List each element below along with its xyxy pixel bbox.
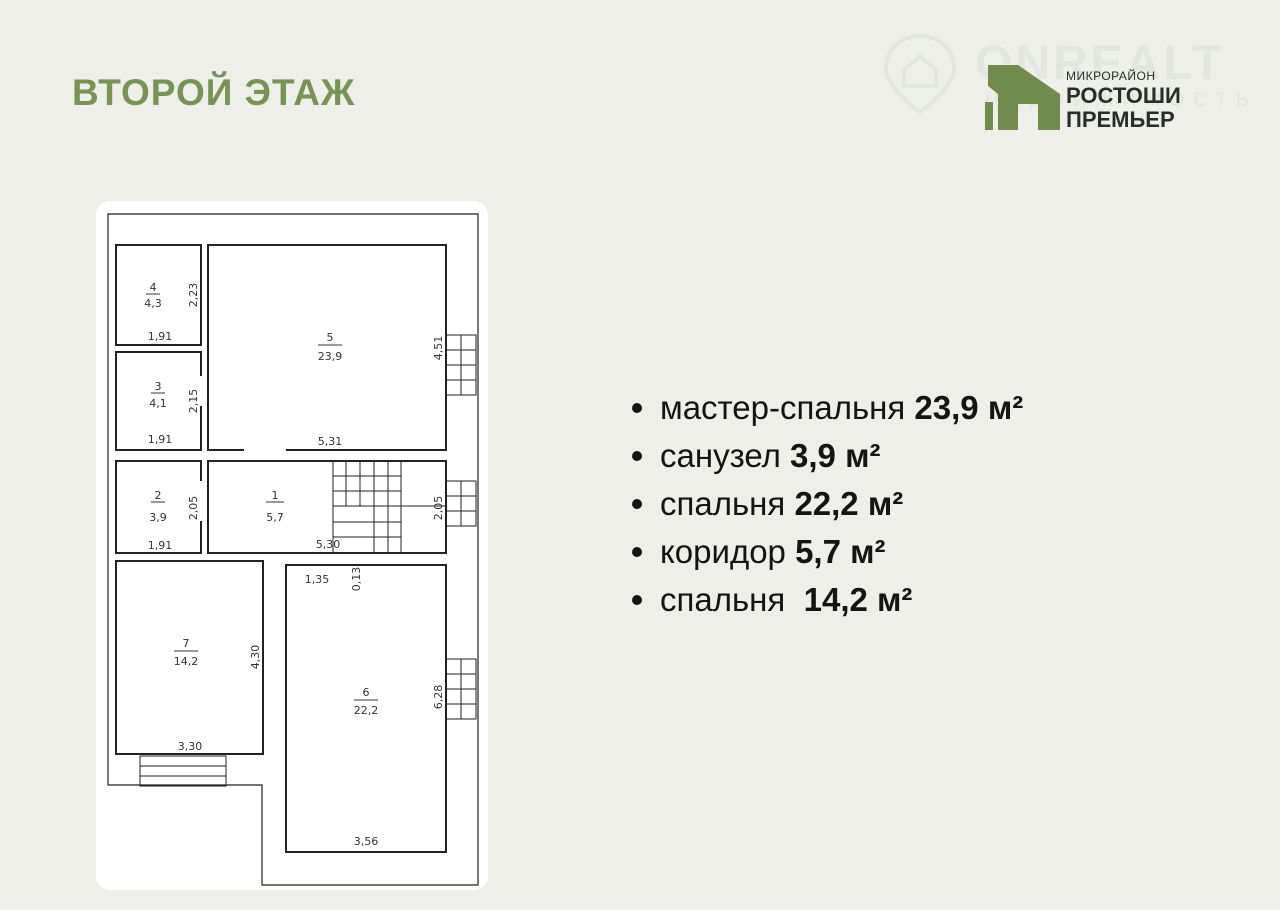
room-name: спальня xyxy=(660,485,795,522)
list-item: мастер-спальня 23,9 м² xyxy=(632,388,1023,436)
room-name: санузел xyxy=(660,437,791,474)
bullet-icon xyxy=(632,547,642,558)
list-item: санузел 3,9 м² xyxy=(632,436,1023,484)
dim-room4-height: 2,23 xyxy=(187,283,200,308)
room-area: 14,2 м² xyxy=(803,581,913,618)
bullet-icon xyxy=(632,499,642,510)
dim-room5-height: 4,51 xyxy=(432,336,445,361)
list-item: спальня 22,2 м² xyxy=(632,484,1023,532)
page-title: ВТОРОЙ ЭТАЖ xyxy=(72,72,356,113)
dim-room1-width: 5,30 xyxy=(316,538,341,551)
dim-room1-height: 2,05 xyxy=(432,496,445,521)
dim-room7-width: 3,30 xyxy=(178,740,203,753)
dim-room6-height: 6,28 xyxy=(432,685,445,710)
room-1-number: 1 xyxy=(272,489,279,502)
dim-room5-width: 5,31 xyxy=(318,435,343,448)
room-2-area: 3,9 xyxy=(149,511,167,524)
logo-district-label: МИКРОРАЙОН xyxy=(1066,69,1156,83)
dim-room7-height: 4,30 xyxy=(249,645,262,670)
dim-room2-height: 2,05 xyxy=(187,496,200,521)
room-5-area: 23,9 xyxy=(318,350,343,363)
room-7-area: 14,2 xyxy=(174,655,199,668)
dim-room3-width: 1,91 xyxy=(148,433,173,446)
floor-plan-card xyxy=(96,201,488,890)
room-7-number: 7 xyxy=(183,637,190,650)
room-4-area: 4,3 xyxy=(144,297,162,310)
room-3-area: 4,1 xyxy=(149,397,167,410)
list-item: коридор 5,7 м² xyxy=(632,532,1023,580)
dim-room3-height: 2,15 xyxy=(187,389,200,414)
bullet-icon xyxy=(632,403,642,414)
room-name: мастер-спальня xyxy=(660,389,915,426)
room-4-number: 4 xyxy=(150,281,157,294)
bullet-icon xyxy=(632,451,642,462)
room-area: 3,9 м² xyxy=(790,437,881,474)
room-6-area: 22,2 xyxy=(354,704,379,717)
bullet-icon xyxy=(632,595,642,606)
room-6-number: 6 xyxy=(363,686,370,699)
room-3-number: 3 xyxy=(155,380,162,393)
dim-room2-width: 1,91 xyxy=(148,539,173,552)
room-1-area: 5,7 xyxy=(266,511,284,524)
room-area: 5,7 м² xyxy=(795,533,886,570)
watermark-logo-icon xyxy=(883,33,957,115)
logo-name-line2: ПРЕМЬЕР xyxy=(1066,107,1175,132)
list-item: спальня 14,2 м² xyxy=(632,580,1023,628)
room-2-number: 2 xyxy=(155,489,162,502)
dim-passage-gap: 0,13 xyxy=(350,567,363,592)
logo-name-line1: РОСТОШИ xyxy=(1066,83,1181,108)
dim-passage-width: 1,35 xyxy=(305,573,330,586)
dim-room4-width: 1,91 xyxy=(148,330,173,343)
room-area-list: мастер-спальня 23,9 м² санузел 3,9 м² сп… xyxy=(632,388,1023,628)
room-5-number: 5 xyxy=(327,331,334,344)
room-name: коридор xyxy=(660,533,796,570)
rostoshi-logo-icon xyxy=(985,65,1060,130)
room-area: 23,9 м² xyxy=(914,389,1024,426)
room-area: 22,2 м² xyxy=(794,485,904,522)
floor-plan: 4 4,3 3 4,1 2 3,9 1 5,7 5 23,9 7 14,2 6 … xyxy=(107,213,479,886)
dim-room6-width: 3,56 xyxy=(354,835,379,848)
room-name: спальня xyxy=(660,581,804,618)
